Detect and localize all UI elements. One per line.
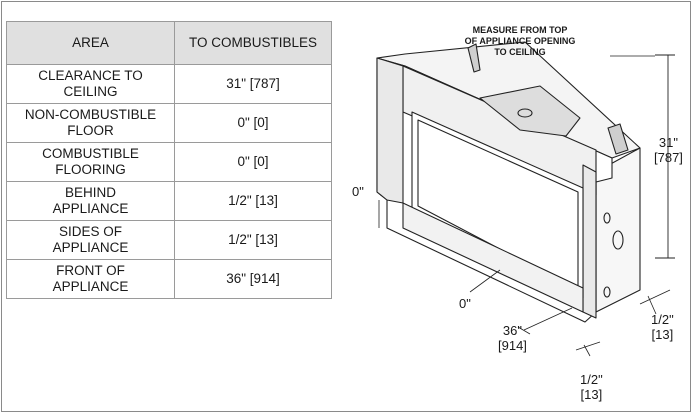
bottom-plinth [402, 202, 584, 313]
front-dimension-line [523, 307, 573, 331]
side-dimension-line [647, 295, 657, 315]
ceiling-clearance-label: 31" [787] [654, 135, 683, 165]
back-dimension-line [575, 341, 601, 351]
side-knockout [612, 230, 624, 250]
ceiling-measure-note: MEASURE FROM TOP OF APPLIANCE OPENING TO… [464, 25, 576, 57]
left-floor-clearance-label: 0" [352, 184, 364, 199]
header-to-combustibles: TO COMBUSTIBLES [174, 21, 332, 65]
side-knockout [603, 212, 611, 224]
floor-dimension-leader [469, 269, 501, 293]
right-pilaster [582, 164, 597, 319]
back-clearance-label: 1/2" [13] [580, 372, 603, 402]
value-cell: 0" [0] [174, 103, 332, 143]
value-cell: 1/2" [13] [174, 220, 332, 260]
flue-dome [479, 85, 581, 137]
standoff-bracket-left [467, 43, 481, 73]
front-dimension-line [517, 326, 531, 335]
left-pilaster [376, 57, 404, 204]
back-dimension-line [583, 344, 591, 357]
side-knockout [603, 286, 611, 298]
front-clearance-label: 36" [914] [498, 323, 527, 353]
standoff-bracket-right [607, 123, 629, 155]
side-clearance-label: 1/2" [13] [651, 312, 674, 342]
floor-clearance-label: 0" [459, 296, 471, 311]
value-cell: 1/2" [13] [174, 181, 332, 221]
value-cell: 0" [0] [174, 142, 332, 182]
side-dimension-line [639, 289, 671, 305]
flue-collar [517, 108, 533, 118]
value-cell: 31" [787] [174, 64, 332, 104]
value-cell: 36" [914] [174, 259, 332, 299]
